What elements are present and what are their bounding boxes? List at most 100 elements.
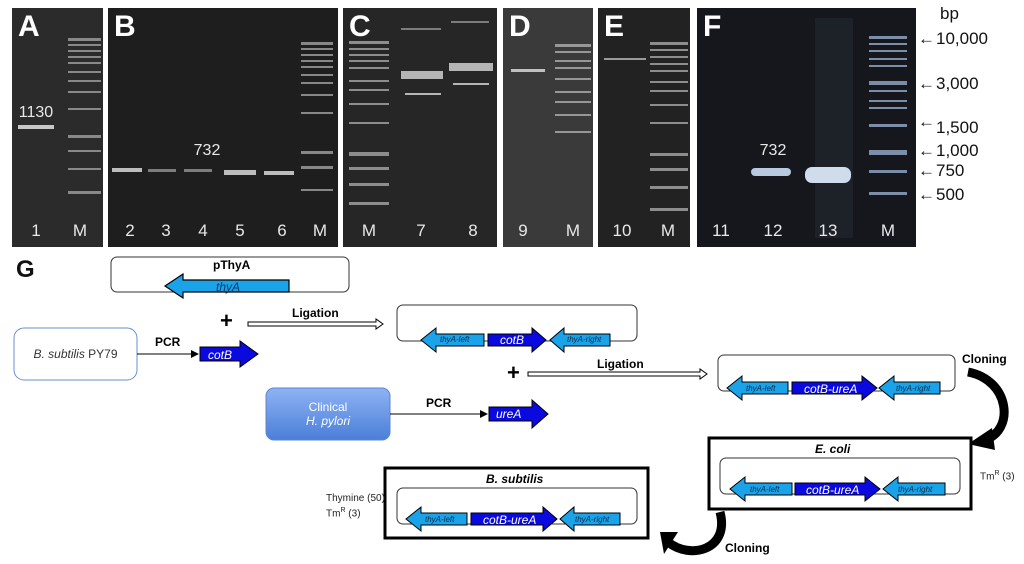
size-marker-label: 750 bbox=[936, 161, 965, 180]
lane-label: 3 bbox=[161, 221, 171, 240]
ecoli-mid-label: cotB-ureA bbox=[806, 483, 860, 497]
panel-letter-g: G bbox=[16, 256, 35, 283]
panel-letter-c: C bbox=[349, 10, 371, 43]
panel-letter-d: D bbox=[509, 10, 531, 43]
plus-sign: + bbox=[507, 360, 520, 385]
gel-b-bands bbox=[112, 42, 333, 191]
panel-letter-b: B bbox=[114, 10, 136, 43]
panel-letter-e: E bbox=[604, 10, 625, 43]
band-size-label: 732 bbox=[193, 142, 221, 159]
size-marker-750: ←750 bbox=[918, 161, 964, 181]
cloning-label: Cloning bbox=[725, 541, 770, 555]
selection-value: (3) bbox=[348, 508, 361, 520]
lane-label: 13 bbox=[818, 221, 838, 240]
panel-letter-f: F bbox=[703, 10, 722, 43]
ecoli-selection: TmR (3) bbox=[980, 470, 1015, 482]
size-marker-label: 3,000 bbox=[936, 74, 979, 93]
bsubtilis-left-label: thyA-left bbox=[425, 515, 455, 524]
source-species: B. subtilis bbox=[33, 347, 85, 361]
selection-label: Tm bbox=[326, 508, 341, 520]
gel-panel-c: C M 7 8 bbox=[343, 8, 497, 247]
selection-sup: R bbox=[994, 470, 1000, 477]
construct1-right-label: thyA-right bbox=[567, 335, 602, 344]
lane-label: M bbox=[565, 221, 581, 240]
pthya-title: pThyA bbox=[213, 258, 251, 272]
size-marker-3000: ←3,000 bbox=[918, 74, 979, 94]
construct2-right-label: thyA-right bbox=[896, 384, 931, 393]
lane-label: M bbox=[72, 221, 88, 240]
left-arrow-icon: ← bbox=[918, 29, 935, 48]
pcr-label: PCR bbox=[426, 396, 452, 410]
selection-value: (3) bbox=[1002, 471, 1015, 483]
band-size-label: 1130 bbox=[18, 104, 54, 121]
bsubtilis-selection: Thymine (50) TmR (3) bbox=[326, 493, 385, 520]
gel-panel-b: B 732 2 3 4 5 6 M bbox=[108, 8, 338, 247]
source-bsubtilis-box[interactable]: B. subtilis PY79 bbox=[14, 328, 137, 380]
cloning-label: Cloning bbox=[962, 352, 1007, 366]
lane-label: M bbox=[660, 221, 676, 240]
selection-label: Tm bbox=[980, 471, 995, 483]
lane-label: 11 bbox=[712, 221, 730, 240]
construct1-mid-label: cotB bbox=[500, 333, 525, 347]
gel-panel-a: A 1130 1 M bbox=[12, 8, 103, 247]
bsubtilis-title: B. subtilis bbox=[486, 472, 544, 486]
gel-panel-e: E 10 M bbox=[598, 8, 690, 247]
gel-f-bands bbox=[751, 18, 907, 238]
plus-sign: + bbox=[220, 308, 233, 333]
ligation-label: Ligation bbox=[597, 357, 644, 371]
urea-gene-label: ureA bbox=[496, 407, 522, 421]
gel-panel-f: F 732 11 12 13 M bbox=[697, 8, 916, 247]
source-strain: PY79 bbox=[84, 347, 118, 361]
bsubtilis-right-label: thyA-right bbox=[575, 515, 610, 524]
gel-a-bands bbox=[18, 38, 101, 194]
ecoli-title: E. coli bbox=[815, 442, 851, 456]
construct2-left-label: thyA-left bbox=[746, 384, 776, 393]
size-marker-label: 1,500 bbox=[936, 118, 979, 137]
thya-gene-label: thyA bbox=[216, 280, 241, 294]
selection-label-thymine: Thymine (50) bbox=[326, 493, 385, 504]
left-arrow-icon: ← bbox=[918, 161, 935, 180]
lane-label: M bbox=[880, 221, 896, 240]
lane-label: M bbox=[312, 221, 328, 240]
size-marker-1500: ←1,500 bbox=[918, 112, 979, 138]
lane-label: 10 bbox=[612, 221, 632, 240]
left-arrow-icon: ← bbox=[918, 185, 935, 204]
cloning-diagram-shapes bbox=[13, 256, 1009, 556]
bp-unit-label: bp bbox=[940, 4, 959, 23]
lane-label: 4 bbox=[198, 221, 208, 240]
source-hpylori-box[interactable]: Clinical H. pylori bbox=[266, 388, 390, 440]
lane-label: 5 bbox=[235, 221, 245, 240]
gel-d-bands bbox=[511, 44, 591, 133]
size-marker-label: 10,000 bbox=[936, 29, 988, 48]
gel-panel-d: D 9 M bbox=[503, 8, 593, 247]
panel-letter-a: A bbox=[18, 10, 40, 43]
lane-label: 2 bbox=[125, 221, 135, 240]
construct2-mid-label: cotB-ureA bbox=[804, 382, 858, 396]
lane-label: 7 bbox=[416, 221, 426, 240]
lane-label: 8 bbox=[468, 221, 478, 240]
left-arrow-icon: ← bbox=[918, 74, 935, 93]
lane-label: M bbox=[361, 221, 377, 240]
lane-label: 1 bbox=[31, 221, 41, 240]
source-label-line2: H. pylori bbox=[305, 414, 350, 428]
left-arrow-icon: ← bbox=[918, 141, 935, 160]
lane-label: 9 bbox=[518, 221, 528, 240]
size-marker-label: 1,000 bbox=[936, 141, 979, 160]
selection-sup: R bbox=[340, 507, 346, 514]
lane-label: 12 bbox=[763, 221, 783, 240]
gel-c-bands bbox=[349, 21, 493, 205]
ecoli-left-label: thyA-left bbox=[750, 485, 780, 494]
lane-label: 6 bbox=[277, 221, 287, 240]
gel-e-bands bbox=[604, 42, 688, 211]
thya-gene-arrow bbox=[163, 272, 290, 300]
pcr-label: PCR bbox=[155, 335, 181, 349]
band-size-label: 732 bbox=[759, 142, 787, 159]
ligation-label: Ligation bbox=[292, 306, 339, 320]
size-marker-label: 500 bbox=[936, 185, 965, 204]
cotb-gene-label: cotB bbox=[208, 348, 233, 362]
construct1-left-label: thyA-left bbox=[440, 335, 470, 344]
ecoli-right-label: thyA-right bbox=[898, 485, 933, 494]
size-marker-500: ←500 bbox=[918, 185, 964, 205]
source-label-line1: Clinical bbox=[308, 400, 348, 414]
left-arrow-icon: ← bbox=[918, 112, 935, 131]
